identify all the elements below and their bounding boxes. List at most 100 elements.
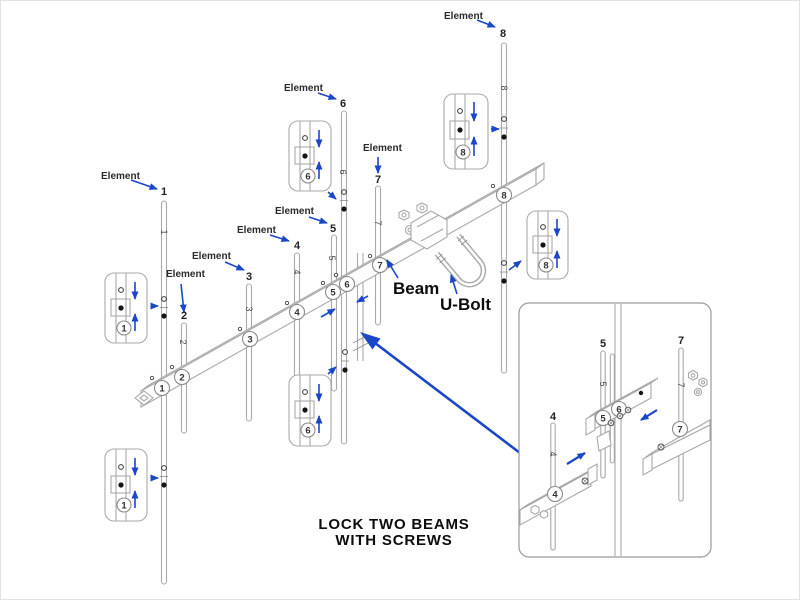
- callout-pointer-arrow: [327, 191, 337, 200]
- beam-label-arrow: [386, 259, 399, 279]
- detail-clamp-plate: [596, 430, 612, 452]
- element-label: Element: [192, 251, 232, 262]
- callout-number: 1: [121, 324, 127, 335]
- callout-screw-detail-1-lower: 1: [104, 448, 159, 522]
- detail-slide-arrow-left: [566, 452, 586, 465]
- element-number: 5: [330, 223, 336, 235]
- svg-text:7: 7: [678, 335, 684, 347]
- beam-position-marker-6: 6: [338, 275, 356, 293]
- element-annotation-1: Element 1: [101, 171, 167, 198]
- element-rod-8: 8: [499, 42, 509, 374]
- rod-number-rotated: 1: [159, 229, 169, 234]
- callout-screw-detail-6-upper: 6: [288, 120, 337, 200]
- svg-text:6: 6: [616, 405, 621, 416]
- svg-text:5: 5: [600, 338, 606, 350]
- element-leader-arrow: [224, 261, 245, 271]
- element-annotation-6: Element 6: [284, 83, 346, 110]
- beam-position-marker-5: 5: [324, 283, 342, 301]
- beam-callout: Beam: [386, 259, 439, 298]
- svg-text:6: 6: [344, 280, 349, 291]
- element-label: Element: [237, 225, 277, 236]
- svg-text:5: 5: [598, 381, 608, 386]
- element-number: 3: [246, 271, 252, 283]
- svg-text:4: 4: [550, 411, 557, 423]
- svg-text:5: 5: [600, 414, 606, 425]
- u-bolt-assembly: [410, 210, 487, 288]
- svg-text:7: 7: [377, 261, 382, 272]
- svg-text:8: 8: [501, 191, 506, 202]
- element-leader-arrow: [308, 216, 328, 224]
- rod-number-rotated: 8: [499, 85, 509, 90]
- callout-number: 8: [460, 148, 465, 159]
- beam-label: Beam: [393, 279, 439, 298]
- element-number: 6: [340, 98, 346, 110]
- callout-pointer-arrow: [508, 260, 522, 271]
- svg-text:7: 7: [677, 425, 682, 436]
- element-label: Element: [166, 269, 206, 280]
- element-annotation-2: Element 2: [166, 269, 206, 322]
- boom-screw-heads: [149, 183, 496, 381]
- beam-position-marker-8: 8: [495, 186, 513, 204]
- callout-screw-detail-1-upper: 1: [104, 272, 159, 344]
- element-number: 8: [500, 28, 506, 40]
- element-leader-arrow: [476, 19, 496, 28]
- svg-text:4: 4: [552, 490, 558, 501]
- element-annotation-5: Element 5: [275, 206, 336, 235]
- svg-text:4: 4: [548, 451, 558, 456]
- callout-screw-detail-6-lower: 6: [288, 366, 337, 447]
- beam-position-marker-3: 3: [241, 330, 259, 348]
- callout-number: 6: [305, 172, 310, 183]
- callout-number: 6: [305, 426, 310, 437]
- svg-text:1: 1: [159, 384, 165, 395]
- element-leader-arrow: [317, 92, 337, 100]
- beam-position-marker-1: 1: [153, 379, 171, 397]
- element-label: Element: [444, 11, 484, 22]
- svg-text:5: 5: [330, 288, 336, 299]
- u-bolt-label-arrow: [449, 274, 458, 295]
- detail-beam-upper: 5 6: [585, 377, 659, 436]
- element-annotation-3: Element 3: [192, 251, 252, 283]
- element-number: 1: [161, 186, 167, 198]
- callout-number: 8: [543, 261, 548, 272]
- element-leader-arrow: [179, 283, 187, 313]
- element-label: Element: [275, 206, 315, 217]
- beam-junction-arrows: [320, 295, 369, 318]
- rod-number-rotated: 3: [244, 306, 254, 311]
- detail-slide-arrow-right: [640, 409, 658, 421]
- note-line-2: WITH SCREWS: [335, 532, 452, 549]
- u-bolt-label: U-Bolt: [440, 295, 491, 314]
- element-label: Element: [363, 143, 403, 154]
- rod-number-rotated: 7: [373, 220, 383, 225]
- svg-text:3: 3: [247, 335, 252, 346]
- detail-pointer-arrow: [360, 332, 521, 455]
- element-label: Element: [284, 83, 324, 94]
- rod-number-rotated: 5: [327, 255, 337, 260]
- detail-beam-right: 7: [642, 419, 711, 476]
- element-label: Element: [101, 171, 141, 182]
- instruction-note: LOCK TWO BEAMS WITH SCREWS: [318, 516, 469, 549]
- beam-position-marker-7: 7: [371, 256, 389, 274]
- detail-hardware: [687, 369, 708, 397]
- callout-screw-detail-8-upper: 8: [443, 93, 500, 170]
- rod-screw-dots: [160, 116, 508, 488]
- detail-screws: [607, 406, 632, 427]
- callout-screw-detail-8-mid: 8: [508, 210, 569, 280]
- element-number: 7: [375, 174, 381, 186]
- element-rod-3: 3: [244, 283, 254, 422]
- note-line-1: LOCK TWO BEAMS: [318, 516, 469, 533]
- beam-position-marker-2: 2: [173, 368, 191, 386]
- element-leader-arrow: [130, 179, 158, 190]
- element-annotation-8: Element 8: [444, 11, 506, 40]
- rod-number-rotated: 6: [338, 169, 348, 174]
- element-number: 2: [181, 310, 187, 322]
- u-bolt-callout: U-Bolt: [440, 274, 491, 314]
- element-annotation-7: Element 7: [363, 143, 403, 186]
- element-annotation-4: Element 4: [237, 225, 301, 252]
- callout-pointer-arrow: [327, 366, 337, 375]
- element-leader-arrow: [269, 234, 290, 243]
- rod-number-rotated: 2: [178, 339, 188, 344]
- element-rod-4: 4: [292, 252, 302, 395]
- element-number: 4: [294, 240, 301, 252]
